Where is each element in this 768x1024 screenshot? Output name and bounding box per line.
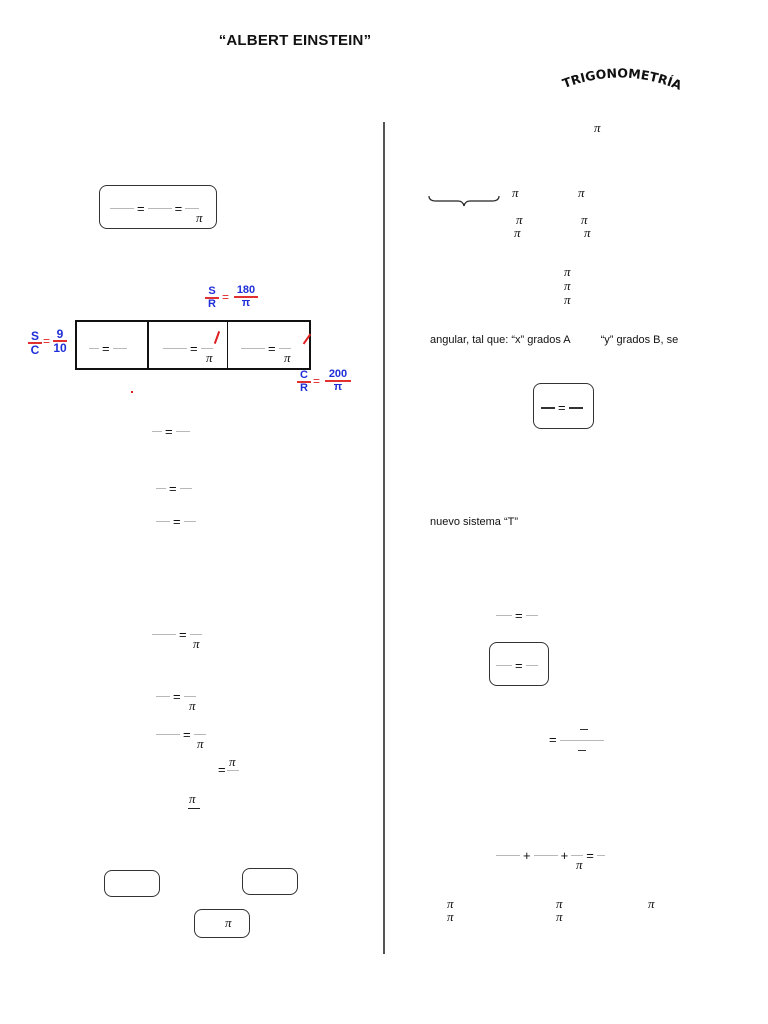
equation-row: = [152,423,190,441]
formula-box-t: = [489,642,549,686]
pi-symbol: π [512,185,519,200]
pi-symbol: π [514,225,521,240]
pi-symbol: π [648,896,655,911]
equals-sign: = [173,689,181,705]
handwritten-equals: = [222,290,230,304]
handwritten-s-over-r: S R [205,286,219,310]
equation-row: = [156,480,192,498]
pi-symbol: π [564,292,571,307]
handwritten-200-over-pi: 200 π [325,369,351,393]
equals-sign: = [165,424,173,440]
column-divider [383,122,385,954]
pi-symbol: π [193,636,200,651]
pi-symbol: π [206,350,213,365]
pi-symbol: π [564,278,571,293]
document-title: “ALBERT EINSTEIN” [218,32,372,49]
pi-symbol: π [447,909,454,924]
pi-symbol: π [556,909,563,924]
equals-sign: = [174,201,183,217]
handwritten-c-over-r: C R [297,370,311,394]
equals-sign: = [179,627,187,643]
pi-symbol: π [189,791,196,806]
trigonometria-arched-heading: TRIGONOMETRÍA [560,65,684,93]
relations-cell-1: = [77,322,149,368]
equals-sign: = [515,608,523,624]
text-angular-line: angular, tal que: “x” grados A “y” grado… [430,334,679,346]
handwritten-s-over-c: S C [28,330,42,356]
equation-row: = [156,688,196,706]
pi-symbol: π [564,264,571,279]
answer-box-pi: π [194,909,250,938]
pi-symbol: π [516,212,523,227]
pi-symbol: π [197,736,204,751]
equation-row: = [496,607,538,625]
trigonometria-label: TRIGONOMETRÍA [560,65,684,93]
pi-symbol: π [594,120,601,135]
equals-sign: = [169,481,177,497]
equals-sign: = [515,658,523,674]
handwritten-equals: = [43,334,51,348]
equals-sign: = [137,201,145,217]
equals-sign: = [173,514,181,530]
pi-symbol: π [447,896,454,911]
equals-sign: = [586,848,594,864]
pi-symbol: π [556,896,563,911]
equals-sign: = [268,341,276,357]
pi-symbol: π [578,185,585,200]
equation-row: = [156,726,206,744]
pi-symbol: π [229,754,236,769]
equals-sign: = [218,762,226,777]
pi-symbol: π [196,210,203,225]
red-dot-mark [131,391,133,393]
plus-sign: + [560,848,569,864]
pi-symbol: π [576,857,583,872]
relations-cell-3: = π [229,322,309,368]
handwritten-180-over-pi: 180 π [234,285,258,309]
equals-sign: = [190,341,198,357]
text-nuevo-sistema: nuevo sistema “T” [430,516,519,528]
equals-sign: = [183,727,191,743]
pi-symbol: π [581,212,588,227]
answer-box [104,870,160,897]
plus-sign: + [523,848,531,864]
formula-box-xy: = [533,383,594,429]
pi-symbol: π [189,698,196,713]
equals-sign: = [549,732,557,747]
curly-brace-icon [428,195,500,207]
answer-box [242,868,298,895]
equation-row: = [156,513,196,531]
handwritten-equals: = [313,374,321,388]
handwritten-9-over-10: 9 10 [53,327,67,355]
svg-text:TRIGONOMETRÍA: TRIGONOMETRÍA [560,65,684,93]
formula-box-main: = = π [99,185,217,229]
equation-sum: + + = [496,847,605,865]
pi-symbol: π [284,350,291,365]
equals-sign: = [558,400,566,416]
relations-table: = = π = π [75,320,311,370]
equals-sign: = [102,341,110,357]
equation-row: = [152,626,202,644]
pi-symbol: π [225,915,232,930]
pi-symbol: π [584,225,591,240]
relations-cell-2: = π [149,322,228,368]
